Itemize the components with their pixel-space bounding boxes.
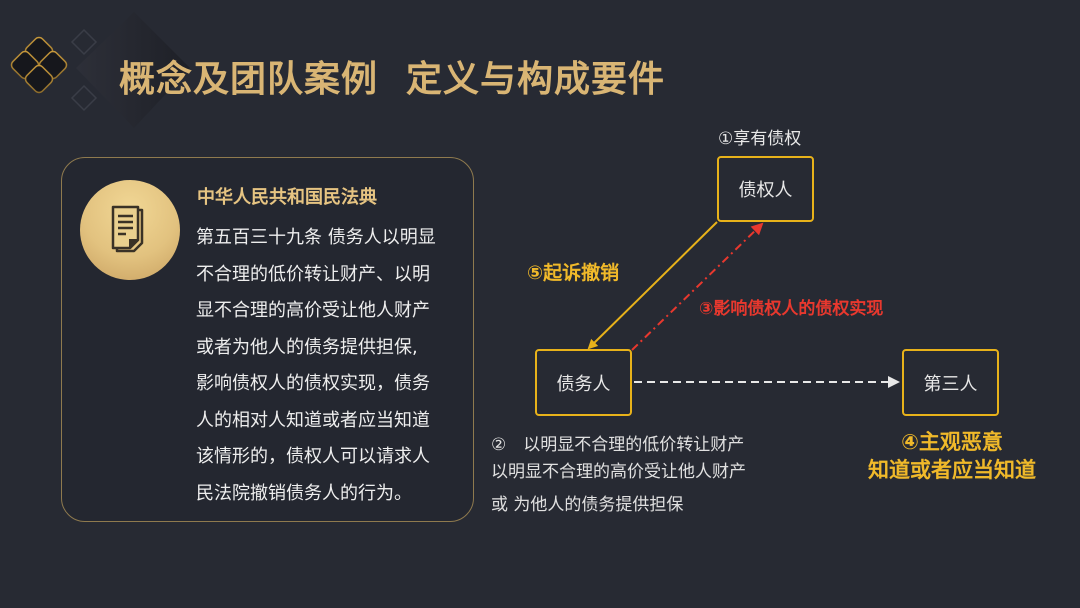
intent-line: 知道或者应当知道 — [868, 458, 1036, 482]
law-line: 第五百三十九条 债务人以明显 — [196, 227, 436, 248]
law-line: 或者为他人的债务提供担保, — [196, 336, 418, 358]
node-creditor: 债权人 — [717, 156, 814, 222]
label-transfer-conditions: ② 以明显不合理的低价转让财产 以明显不合理的高价受让他人财产 或 为他人的债务… — [491, 432, 746, 519]
gold-quatrefoil-diamond-icon — [10, 12, 190, 128]
law-line: 显不合理的高价受让他人财产 — [196, 300, 430, 321]
intent-line: ④主观恶意 — [901, 430, 1003, 454]
page-title-part1: 概念及团队案例 — [119, 59, 379, 100]
law-title: 中华人民共和国民法典 — [197, 187, 377, 208]
transfer-line: 以明显不合理的高价受让他人财产 — [491, 462, 746, 482]
node-debtor-label: 债务人 — [556, 373, 611, 395]
transfer-line: 或 为他人的债务提供担保 — [491, 495, 684, 515]
node-debtor: 债务人 — [535, 349, 632, 416]
page-title: 概念及团队案例定义与构成要件 — [119, 50, 665, 102]
label-has-claim: ①享有债权 — [718, 129, 802, 149]
label-malicious-intent: ④主观恶意 知道或者应当知道 — [854, 428, 1050, 484]
node-third-party-label: 第三人 — [923, 373, 978, 395]
arrow-affect-claim — [631, 222, 764, 351]
law-line: 影响债权人的债权实现，债务 — [196, 373, 430, 394]
document-badge — [80, 180, 180, 280]
transfer-line: ② 以明显不合理的低价转让财产 — [491, 435, 745, 455]
label-affect-claim: ③影响债权人的债权实现 — [699, 299, 884, 319]
label-sue-revoke: ⑤起诉撤销 — [527, 262, 620, 284]
node-creditor-label: 债权人 — [738, 180, 793, 201]
law-line: 该情形的，债权人可以请求人 — [196, 446, 430, 467]
law-article-text: 第五百三十九条 债务人以明显 不合理的低价转让财产、以明 显不合理的高价受让他人… — [196, 220, 471, 512]
document-icon — [111, 205, 144, 253]
law-line: 人的相对人知道或者应当知道 — [196, 409, 430, 431]
law-line: 不合理的低价转让财产、以明 — [196, 263, 430, 285]
page-title-part2: 定义与构成要件 — [406, 59, 666, 100]
arrow-sue-revoke — [587, 221, 718, 350]
node-third-party: 第三人 — [902, 349, 999, 416]
law-line: 民法院撤销债务人的行为。 — [196, 482, 412, 504]
